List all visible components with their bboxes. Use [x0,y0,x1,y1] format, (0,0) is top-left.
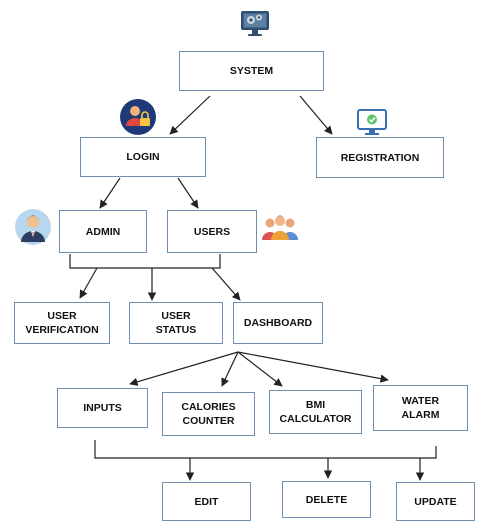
user-group-icon [260,212,300,247]
edge-merge-verification [79,267,98,299]
user-lock-icon [119,98,157,141]
edge-login-users [177,177,199,209]
edge-dashboard-bmi [237,351,283,387]
node-user-verification: USER VERIFICATION [14,302,110,344]
edge-dashboard-calories [221,351,239,387]
node-system: SYSTEM [179,51,324,91]
node-calories-counter: CALORIES COUNTER [162,392,255,436]
edge-login-admin [99,177,121,209]
edge-system-registration [299,95,333,135]
node-delete: DELETE [282,481,371,518]
node-dashboard: DASHBOARD [233,302,323,344]
edge-dashboard-water [237,351,389,383]
node-update: UPDATE [396,482,475,521]
edge-bottom-merge [94,440,437,459]
edge-admin-users-merge [69,254,221,269]
edge-merge-dashboard [211,267,241,301]
node-edit: EDIT [162,482,251,521]
node-user-status: USER STATUS [129,302,223,344]
admin-avatar-icon [14,208,52,251]
node-login: LOGIN [80,137,206,177]
node-inputs: INPUTS [57,388,148,428]
node-registration: REGISTRATION [316,137,444,178]
monitor-gear-icon [238,6,272,45]
node-bmi-calculator: BMI CALCULATOR [269,390,362,434]
node-users: USERS [167,210,257,253]
node-admin: ADMIN [59,210,147,253]
edge-dashboard-inputs [129,351,239,386]
node-water-alarm: WATER ALARM [373,385,468,431]
monitor-check-icon [356,108,388,143]
edge-system-login [169,95,211,135]
